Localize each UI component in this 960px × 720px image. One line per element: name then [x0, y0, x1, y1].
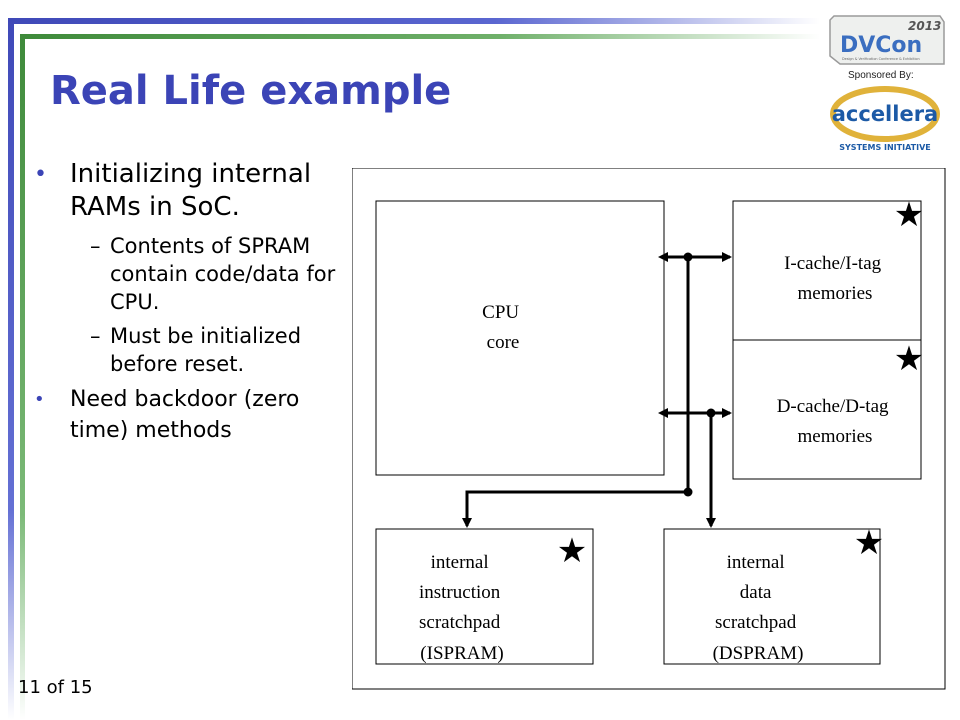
memory-block-diagram: CPU core I-cache/I-tag memories D-cache/… [352, 168, 946, 690]
icache-label: I-cache/I-tag memories [784, 253, 886, 304]
dash-icon: – [90, 234, 101, 258]
bullet-text: Need backdoor (zero time) methods [70, 387, 300, 443]
cpu-core-label: CPU core [482, 302, 524, 353]
bullet-dot-icon: • [34, 162, 47, 187]
top-green-bar [20, 34, 820, 39]
cpu-core-block [375, 200, 665, 476]
page-indicator: 11 of 15 [18, 677, 93, 698]
sub-bullet-text: Contents of SPRAM contain code/data for … [110, 234, 336, 314]
accellera-logo: accellera SYSTEMS INITIATIVE [830, 86, 940, 152]
accellera-name: accellera [832, 102, 938, 126]
dvcon-logo: 2013 DVCon Design & Verification Confere… [829, 15, 945, 65]
junction-dot [683, 487, 693, 497]
star-icon: ★ [557, 531, 587, 571]
dcache-label: D-cache/D-tag memories [777, 396, 894, 447]
star-icon: ★ [894, 195, 924, 235]
junction-dot [706, 408, 716, 418]
sub-bullet-text: Must be initialized before reset. [110, 324, 302, 376]
sponsored-by-label: Sponsored By: [848, 70, 914, 81]
dvcon-year: 2013 [908, 19, 941, 33]
bullet-item: • Need backdoor (zero time) methods [30, 384, 340, 446]
left-green-bar [20, 34, 25, 720]
star-icon: ★ [894, 339, 924, 379]
diagram-border [352, 168, 946, 690]
dash-icon: – [90, 324, 101, 348]
slide-title: Real Life example [50, 68, 452, 114]
accellera-tagline: SYSTEMS INITIATIVE [839, 143, 931, 152]
ispram-bus [462, 257, 690, 528]
bullet-text: Initializing internal RAMs in SoC. [70, 159, 312, 222]
dvcon-tagline: Design & Verification Conference & Exhib… [842, 57, 920, 61]
bullet-dot-icon: • [34, 389, 45, 410]
dspram-label: internal data scratchpad (DSPRAM) [713, 552, 804, 664]
sub-bullet-item: – Contents of SPRAM contain code/data fo… [30, 232, 340, 316]
dspram-block [663, 528, 881, 665]
dvcon-name: DVCon [840, 33, 922, 58]
star-icon: ★ [854, 523, 884, 563]
left-blue-bar [8, 18, 14, 720]
top-blue-bar [8, 18, 820, 24]
bullet-item: • Initializing internal RAMs in SoC. [30, 158, 340, 224]
ispram-block [375, 528, 594, 665]
dcache-block [732, 339, 922, 480]
sub-bullet-item: – Must be initialized before reset. [30, 322, 340, 378]
junction-dot [683, 252, 693, 262]
ispram-label: internal instruction scratchpad (ISPRAM) [419, 552, 505, 664]
bullet-list: • Initializing internal RAMs in SoC. – C… [30, 158, 340, 446]
